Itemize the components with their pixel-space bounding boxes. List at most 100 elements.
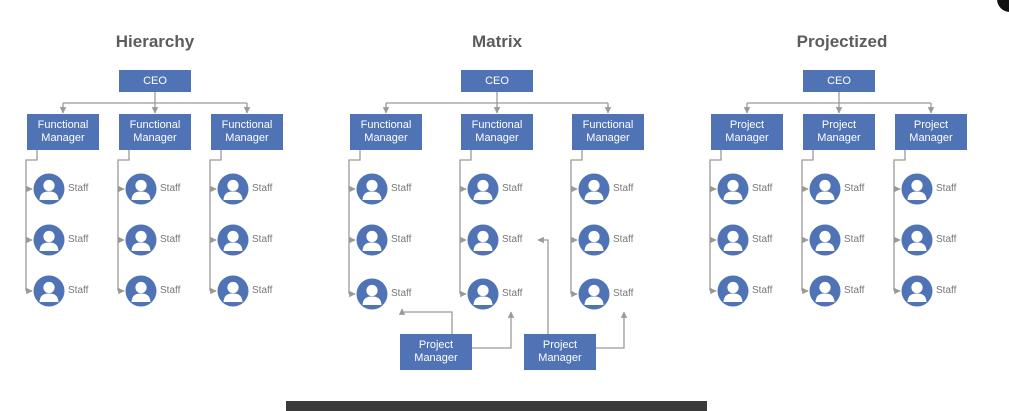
- staff-label: Staff: [502, 234, 523, 245]
- staff-avatar-icon: [717, 275, 749, 307]
- staff-avatar-icon: [901, 275, 933, 307]
- staff-rail-line: [801, 150, 814, 291]
- manager-box-label-line: Manager: [41, 132, 85, 144]
- staff-label: Staff: [160, 285, 181, 296]
- manager-box-label-line: Manager: [817, 132, 861, 144]
- manager-box-label-line: Functional: [360, 119, 412, 131]
- manager-box-label-line: Project: [913, 119, 949, 131]
- staff-avatar-icon: [217, 224, 249, 256]
- staff-avatar-icon: [125, 173, 157, 205]
- staff-rail-line: [893, 150, 906, 291]
- staff-label: Staff: [752, 285, 773, 296]
- project-arrow: [596, 311, 628, 349]
- staff-avatar-icon: [217, 275, 249, 307]
- staff-label: Staff: [391, 234, 412, 245]
- staff-label: Staff: [936, 285, 957, 296]
- staff-avatar-icon: [356, 173, 388, 205]
- staff-label: Staff: [252, 234, 273, 245]
- manager-box-label-line: Manager: [225, 132, 269, 144]
- manager-box-label-line: Functional: [582, 119, 634, 131]
- manager-box-label-line: Manager: [133, 132, 177, 144]
- staff-rail-line: [209, 150, 222, 291]
- staff-avatar-icon: [33, 275, 65, 307]
- manager-box-label-line: Functional: [471, 119, 523, 131]
- manager-box-label-line: Manager: [475, 132, 519, 144]
- staff-avatar-icon: [125, 275, 157, 307]
- ceo-box-label: CEO: [827, 74, 851, 87]
- staff-avatar-icon: [809, 275, 841, 307]
- project-manager-box-label-line: Project: [542, 339, 578, 351]
- project-manager-box-label-line: Manager: [538, 352, 582, 364]
- staff-rail-line: [570, 150, 583, 294]
- staff-label: Staff: [613, 183, 634, 194]
- staff-label: Staff: [844, 234, 865, 245]
- staff-label: Staff: [68, 234, 89, 245]
- staff-avatar-icon: [467, 278, 499, 310]
- staff-label: Staff: [252, 183, 273, 194]
- staff-label: Staff: [160, 234, 181, 245]
- staff-rail-line: [25, 150, 38, 291]
- project-arrow: [537, 236, 549, 334]
- staff-avatar-icon: [125, 224, 157, 256]
- manager-box-label-line: Manager: [725, 132, 769, 144]
- staff-avatar-icon: [717, 173, 749, 205]
- staff-label: Staff: [68, 183, 89, 194]
- staff-avatar-icon: [809, 173, 841, 205]
- ceo-box-label: CEO: [143, 74, 167, 87]
- staff-label: Staff: [613, 288, 634, 299]
- staff-label: Staff: [502, 288, 523, 299]
- diagram-title: Hierarchy: [115, 32, 195, 51]
- staff-avatar-icon: [33, 224, 65, 256]
- staff-rail-line: [348, 150, 361, 294]
- staff-avatar-icon: [901, 173, 933, 205]
- diagram-title: Matrix: [471, 32, 523, 51]
- staff-avatar-icon: [578, 173, 610, 205]
- staff-label: Staff: [844, 183, 865, 194]
- staff-label: Staff: [502, 183, 523, 194]
- staff-avatar-icon: [809, 224, 841, 256]
- staff-label: Staff: [391, 288, 412, 299]
- project-arrow: [472, 311, 515, 349]
- manager-box-label-line: Functional: [129, 119, 181, 131]
- ceo-box: CEO: [119, 70, 191, 92]
- ceo-box: CEO: [461, 70, 533, 92]
- project-manager-box-label-line: Project: [418, 339, 454, 351]
- staff-label: Staff: [391, 183, 412, 194]
- staff-label: Staff: [936, 234, 957, 245]
- staff-avatar-icon: [578, 224, 610, 256]
- video-caption-bar: [286, 401, 707, 411]
- staff-label: Staff: [936, 183, 957, 194]
- manager-box-label-line: Manager: [909, 132, 953, 144]
- manager-box-label-line: Functional: [221, 119, 273, 131]
- staff-rail-line: [117, 150, 130, 291]
- staff-label: Staff: [252, 285, 273, 296]
- staff-label: Staff: [752, 234, 773, 245]
- staff-avatar-icon: [578, 278, 610, 310]
- staff-label: Staff: [613, 234, 634, 245]
- staff-avatar-icon: [33, 173, 65, 205]
- staff-rail-line: [459, 150, 472, 294]
- ceo-box: CEO: [803, 70, 875, 92]
- staff-label: Staff: [68, 285, 89, 296]
- staff-avatar-icon: [901, 224, 933, 256]
- manager-box-label-line: Manager: [586, 132, 630, 144]
- manager-box-label-line: Manager: [364, 132, 408, 144]
- project-manager-box-label-line: Manager: [414, 352, 458, 364]
- staff-avatar-icon: [717, 224, 749, 256]
- staff-rail-line: [709, 150, 722, 291]
- staff-avatar-icon: [217, 173, 249, 205]
- ceo-box-label: CEO: [485, 74, 509, 87]
- manager-box-label-line: Project: [821, 119, 857, 131]
